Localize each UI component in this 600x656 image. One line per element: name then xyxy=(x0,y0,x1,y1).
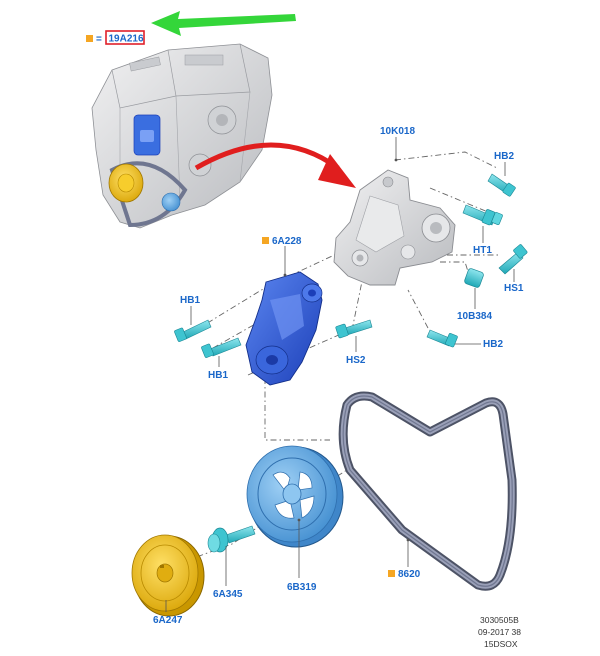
drive-belt xyxy=(338,391,517,591)
legend-code: 19A216 xyxy=(109,34,144,45)
label-hb2-bottom: HB2 xyxy=(483,339,503,350)
label-damper: 6A247 xyxy=(153,615,183,626)
label-ht1: HT1 xyxy=(473,245,492,256)
bolt-ht1 xyxy=(462,204,503,226)
green-arrow-icon xyxy=(151,11,296,36)
bolt-hb1-bottom xyxy=(201,337,242,358)
leader-lines xyxy=(165,137,515,612)
crankshaft-pulley xyxy=(246,445,344,548)
label-hs1: HS1 xyxy=(504,283,524,294)
bolt-hb1-left xyxy=(174,319,212,342)
label-belt: 8620 xyxy=(398,569,421,580)
reference-line-1: 3030505B xyxy=(480,615,519,625)
bolt-hs2 xyxy=(335,319,373,339)
label-spacer: 10B384 xyxy=(457,311,492,322)
label-hs2: HS2 xyxy=(346,355,366,366)
part-labels: 10K018 HB2 HT1 HS1 10B384 HB2 6A228 HB1 … xyxy=(153,126,524,626)
label-hb1-bottom: HB1 xyxy=(208,370,228,381)
reference-line-2: 09-2017 38 xyxy=(478,627,521,637)
legend-marker-icon xyxy=(86,35,93,42)
label-hb1-left: HB1 xyxy=(180,295,200,306)
engine-overview-illustration xyxy=(91,43,273,229)
legend-equals: = xyxy=(96,34,102,45)
spacer-10b384 xyxy=(464,268,484,288)
highlight-box xyxy=(105,30,145,45)
red-arrow-icon xyxy=(194,142,356,188)
reference-line-3: 15DSOX xyxy=(484,639,518,649)
label-hb2-top: HB2 xyxy=(494,151,514,162)
marker-belt-icon xyxy=(388,570,395,577)
marker-tensioner-icon xyxy=(262,237,269,244)
legend: = 19A216 xyxy=(86,30,145,45)
label-bracket: 10K018 xyxy=(380,126,415,137)
label-pulley: 6B319 xyxy=(287,582,317,593)
bolt-hb2-top xyxy=(487,173,516,197)
belt-tensioner xyxy=(245,271,323,386)
label-washer-bolt: 6A345 xyxy=(213,589,243,600)
reference-block: 3030505B 09-2017 38 15DSOX xyxy=(478,615,521,649)
vibration-damper xyxy=(131,534,205,617)
bolt-hb2-bottom xyxy=(426,329,458,348)
bolt-hs1 xyxy=(498,244,528,275)
mounting-bracket xyxy=(333,169,456,286)
washer-bolt-6a345 xyxy=(207,525,256,553)
label-tensioner: 6A228 xyxy=(272,236,302,247)
